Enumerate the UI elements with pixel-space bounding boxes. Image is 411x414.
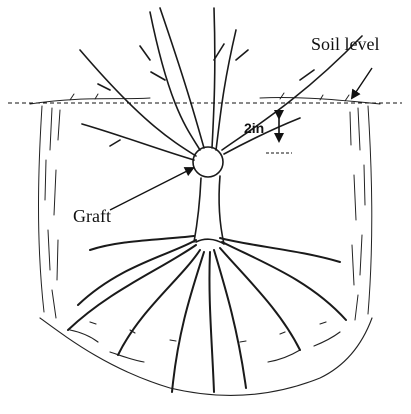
roots [68, 236, 346, 392]
tree-branches [80, 8, 362, 160]
graft-arrow [110, 168, 193, 210]
depth-label: 2in [244, 121, 264, 135]
graft-union [193, 147, 223, 177]
graft-label: Graft [73, 207, 111, 225]
soil-level-label: Soil level [311, 35, 380, 53]
tree-trunk [194, 176, 224, 244]
soil-level-arrow [352, 68, 372, 98]
soil-mound [40, 318, 372, 395]
